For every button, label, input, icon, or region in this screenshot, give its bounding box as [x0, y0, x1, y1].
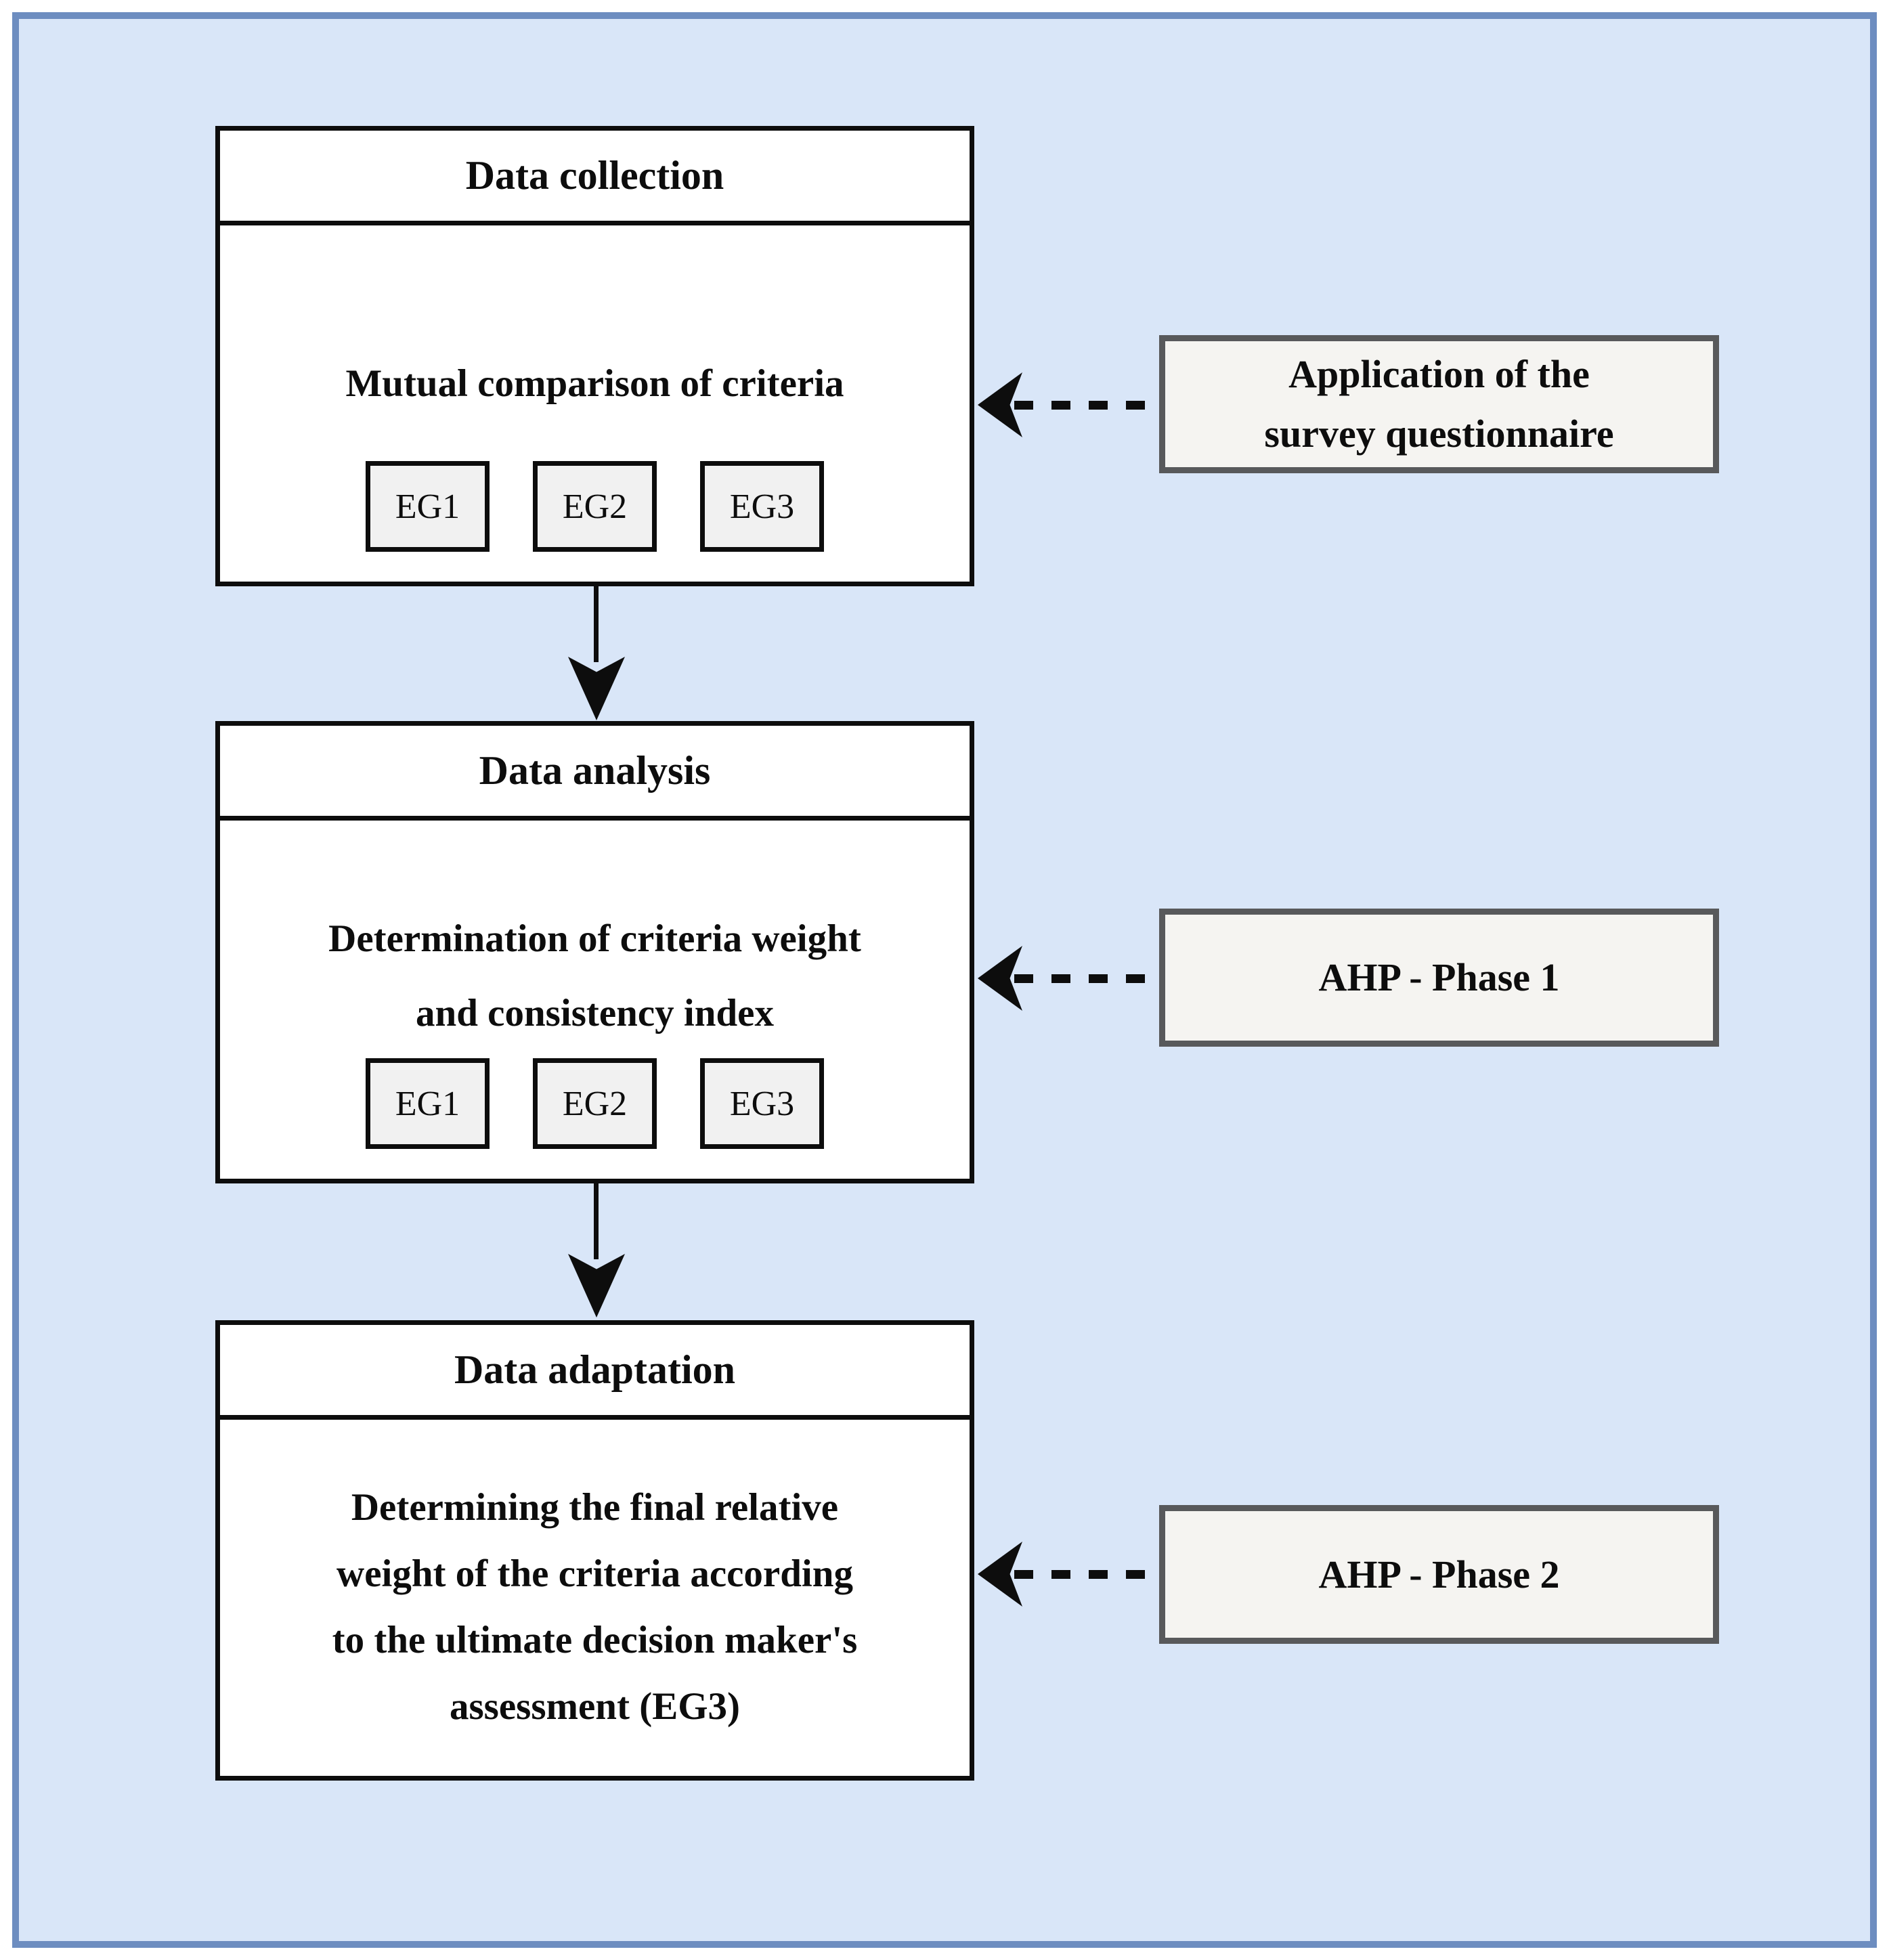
process-box-title: Data collection	[220, 131, 970, 225]
side-note-text-line: AHP - Phase 1	[1318, 955, 1560, 999]
process-box-text-line: Determining the final relative	[351, 1486, 839, 1529]
eg1-tag: EG1	[366, 461, 490, 552]
process-box-data-analysis: Data analysis Determination of criteria …	[215, 721, 974, 1183]
process-box-text: Determination of criteria weight and con…	[220, 902, 970, 1051]
process-box-text-line: to the ultimate decision maker's	[332, 1619, 858, 1661]
dashed-connector-line	[1014, 1570, 1159, 1579]
side-note-ahp-phase-1: AHP - Phase 1	[1159, 909, 1719, 1047]
eg2-tag: EG2	[533, 461, 657, 552]
eg1-tag: EG1	[366, 1058, 490, 1149]
process-box-text-line: and consistency index	[416, 992, 774, 1035]
process-box-text: Determining the final relative weight of…	[220, 1475, 970, 1740]
flow-arrow-down-shaft	[594, 586, 599, 662]
side-note-text-line: survey questionnaire	[1264, 412, 1614, 456]
process-box-text-line: assessment (EG3)	[449, 1685, 741, 1728]
process-box-text-line: Mutual comparison of criteria	[345, 362, 844, 405]
expert-group-row: EG1 EG2 EG3	[220, 1058, 970, 1149]
process-box-title: Data adaptation	[220, 1325, 970, 1420]
process-box-data-collection: Data collection Mutual comparison of cri…	[215, 126, 974, 586]
process-box-text-line: weight of the criteria according	[336, 1552, 853, 1595]
eg2-tag: EG2	[533, 1058, 657, 1149]
dashed-connector-line	[1014, 401, 1159, 410]
eg3-tag: EG3	[700, 1058, 824, 1149]
eg3-tag: EG3	[700, 461, 824, 552]
process-box-title: Data analysis	[220, 726, 970, 821]
process-box-data-adaptation: Data adaptation Determining the final re…	[215, 1320, 974, 1781]
side-note-application-survey: Application of the survey questionnaire	[1159, 335, 1719, 473]
expert-group-row: EG1 EG2 EG3	[220, 461, 970, 552]
dashed-connector-line	[1014, 974, 1159, 983]
flow-arrow-down-shaft	[594, 1183, 599, 1259]
side-note-text-line: AHP - Phase 2	[1318, 1552, 1560, 1596]
side-note-text-line: Application of the	[1288, 352, 1590, 396]
side-note-ahp-phase-2: AHP - Phase 2	[1159, 1505, 1719, 1644]
process-box-text-line: Determination of criteria weight	[328, 917, 861, 960]
